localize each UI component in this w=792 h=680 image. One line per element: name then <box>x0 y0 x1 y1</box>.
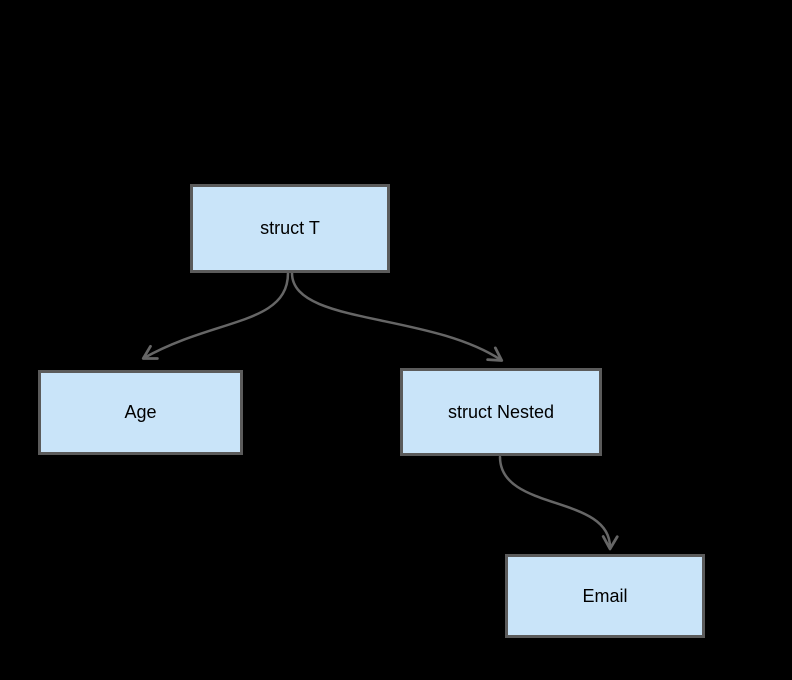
node-age[interactable]: Age <box>38 370 243 455</box>
node-struct-nested[interactable]: struct Nested <box>400 368 602 456</box>
edge-structT-to-age <box>141 271 290 360</box>
node-struct-t-label: struct T <box>260 218 320 238</box>
edge-structT-to-nested <box>290 271 504 362</box>
node-email[interactable]: Email <box>505 554 705 638</box>
edge-nested-to-email <box>498 455 619 551</box>
node-age-label: Age <box>124 402 157 422</box>
node-struct-nested-label: struct Nested <box>447 401 555 422</box>
node-email-label: Email <box>582 585 628 606</box>
node-struct-t[interactable]: struct T <box>190 184 390 273</box>
